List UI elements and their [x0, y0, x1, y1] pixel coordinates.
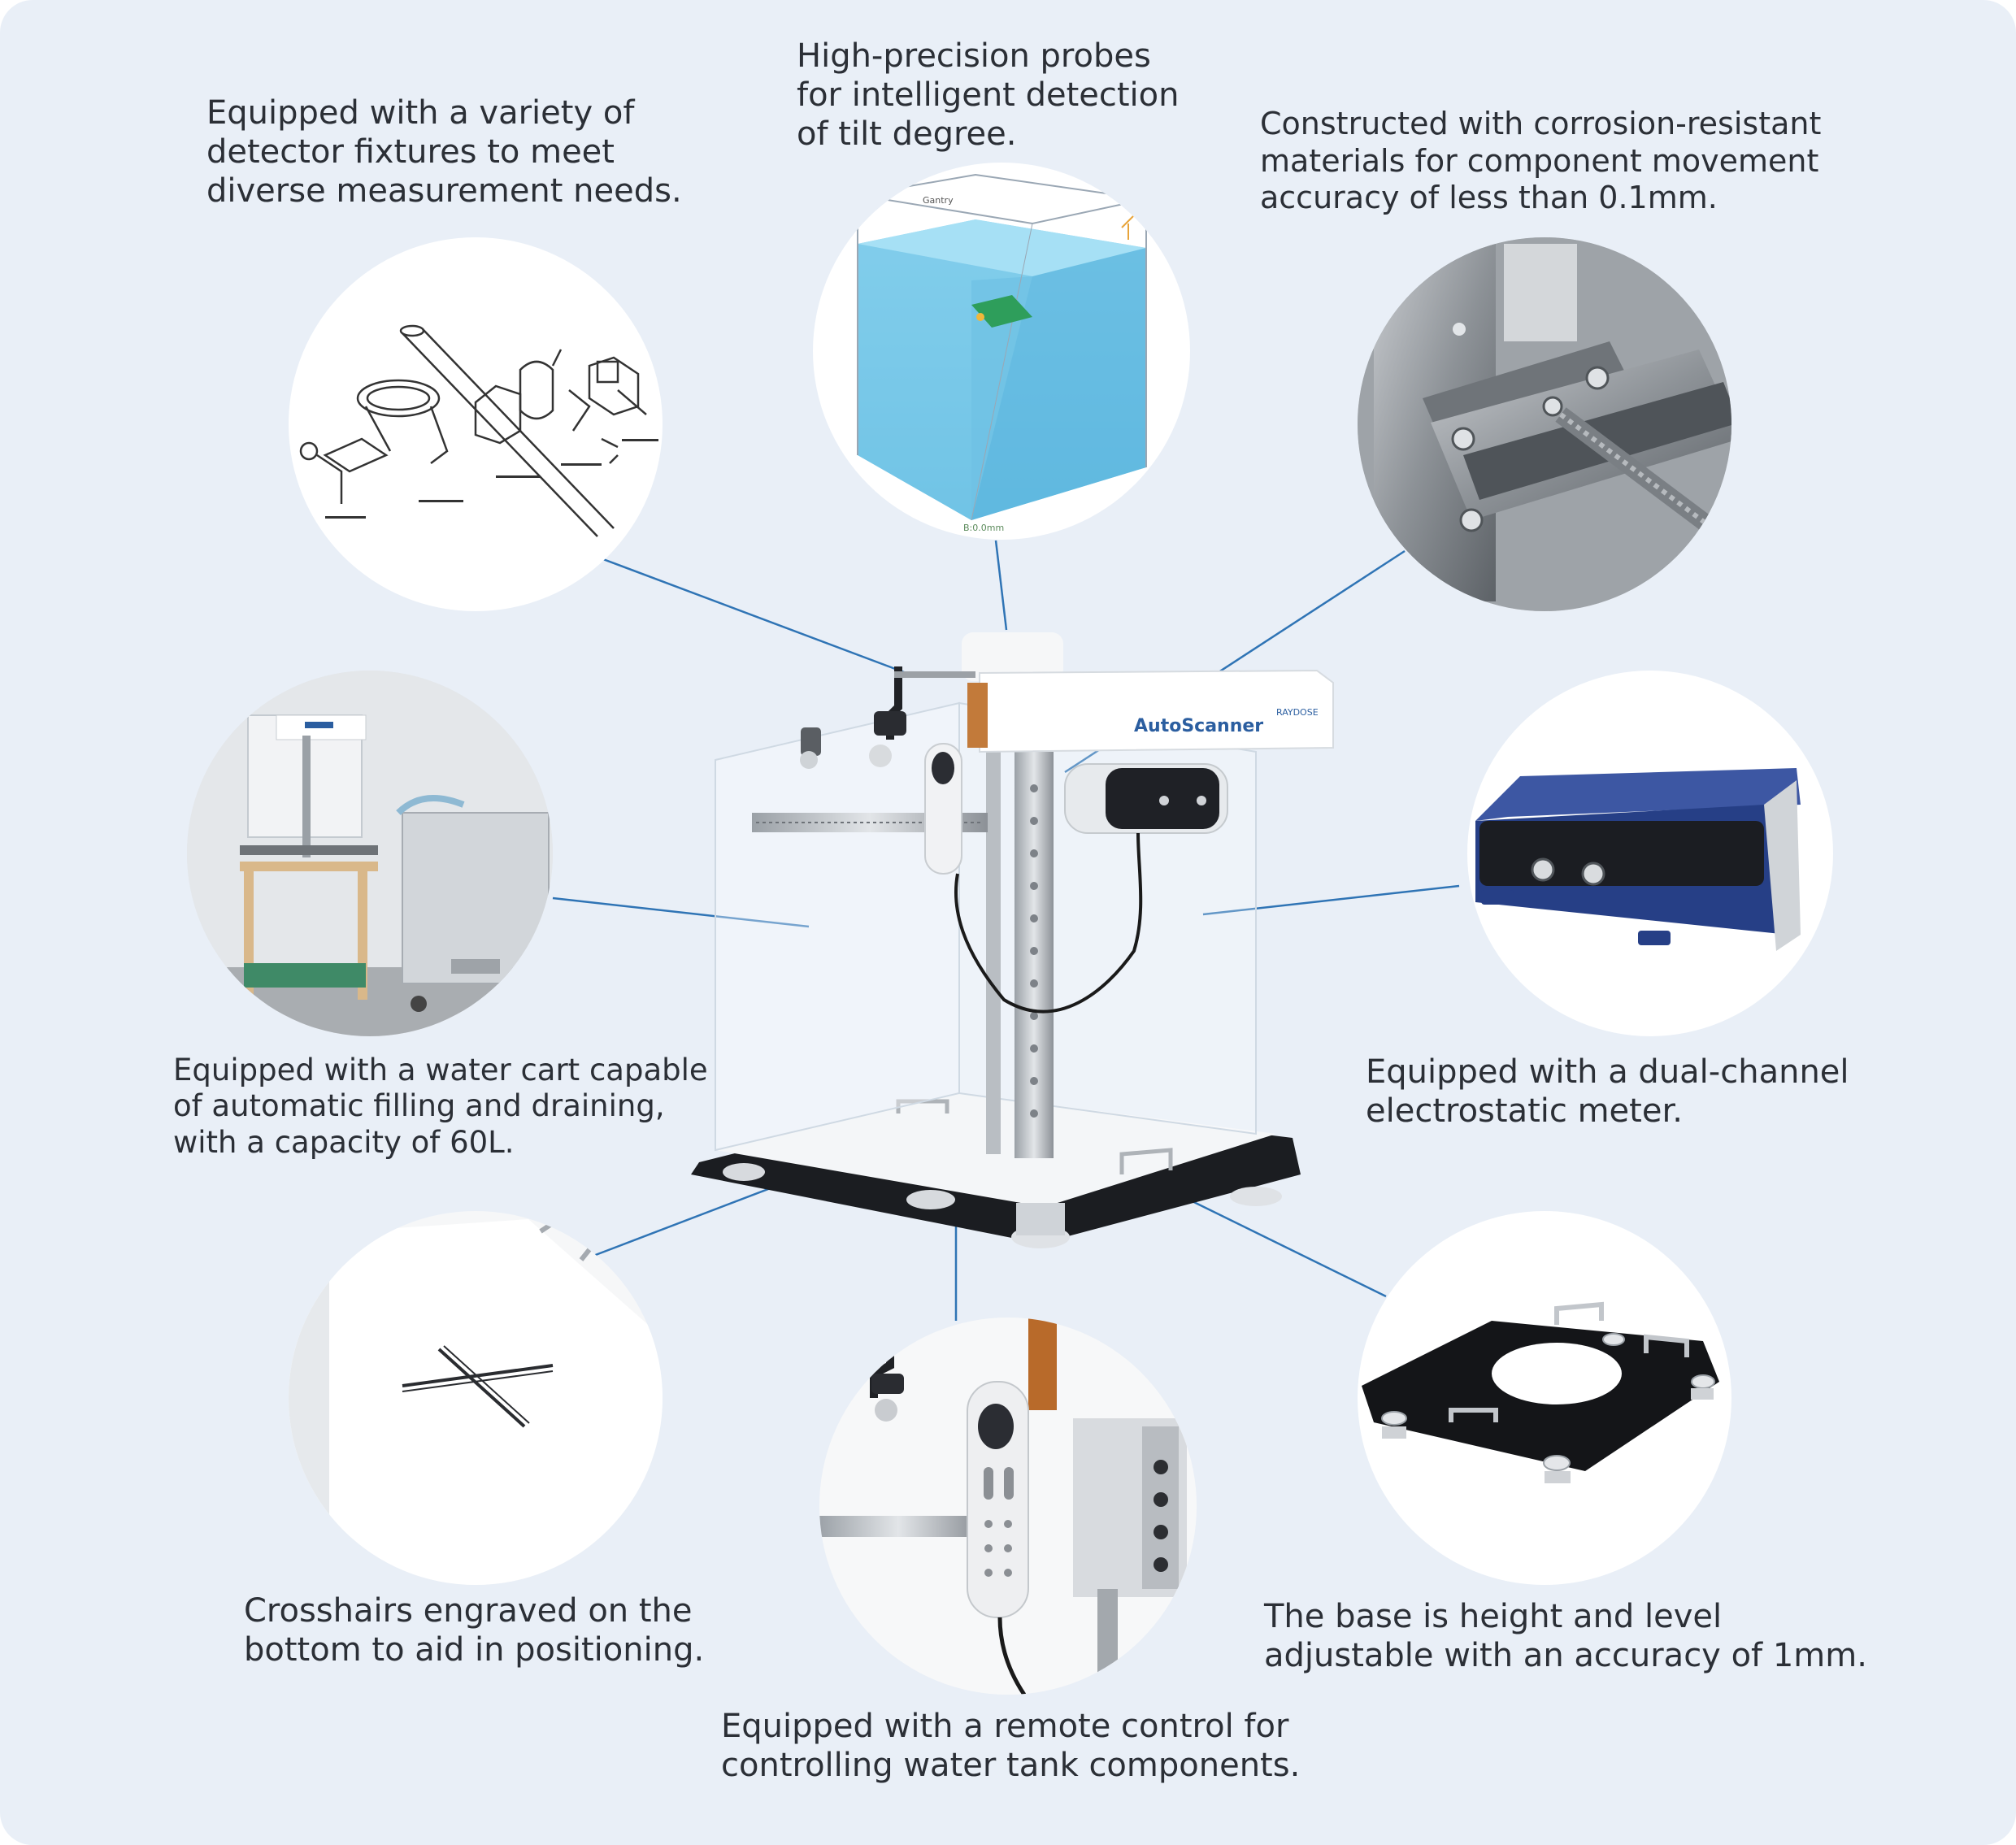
leader-lines [552, 540, 1460, 1321]
probe-tank-illustration: Gantry B:0.0mm [813, 163, 1190, 540]
water-cart-photo [187, 671, 553, 1036]
leader-base [1162, 1185, 1387, 1298]
caption-crosshairs-line-1: Crosshairs engraved on the [244, 1592, 693, 1630]
gantry-label: Gantry [923, 195, 954, 206]
caption-water-cart-line-1: Equipped with a water cart capable [173, 1053, 708, 1087]
caption-materials-line-1: Constructed with corrosion-resistant [1260, 106, 1822, 141]
leader-electrometer [1202, 884, 1460, 916]
caption-fixtures-line-3: diverse measurement needs. [206, 172, 682, 210]
caption-probes: High-precision probes for intelligent de… [797, 37, 1179, 154]
caption-probes-line-2: for intelligent detection [797, 76, 1180, 114]
caption-crosshairs-line-2: bottom to aid in positioning. [244, 1631, 705, 1669]
leader-fixtures [602, 558, 911, 676]
caption-probes-line-1: High-precision probes [797, 37, 1151, 75]
brand-label: AutoScanner [1134, 716, 1263, 736]
caption-probes-line-3: of tilt degree. [797, 115, 1017, 153]
caption-electrometer-line-2: electrostatic meter. [1366, 1092, 1683, 1130]
caption-fixtures-line-1: Equipped with a variety of [206, 94, 635, 132]
caption-remote: Equipped with a remote control for contr… [721, 1707, 1300, 1785]
caption-fixtures: Equipped with a variety of detector fixt… [206, 93, 682, 211]
caption-fixtures-line-2: detector fixtures to meet [206, 133, 615, 171]
central-water-tank-device: AutoScanner RAYDOSE [691, 632, 1334, 1248]
caption-base-line-1: The base is height and level [1264, 1598, 1723, 1635]
caption-water-cart: Equipped with a water cart capable of au… [173, 1053, 708, 1161]
caption-base: The base is height and level adjustable … [1264, 1597, 1867, 1675]
fixtures-illustration [289, 237, 663, 611]
adjustable-base-photo [1358, 1211, 1731, 1585]
depth-label: B:0.0mm [963, 523, 1004, 533]
remote-control-photo [819, 1318, 1197, 1695]
leader-probes [994, 540, 1008, 631]
caption-electrometer-line-1: Equipped with a dual-channel [1366, 1053, 1849, 1091]
leader-water-cart [552, 896, 810, 928]
caption-crosshairs: Crosshairs engraved on the bottom to aid… [244, 1591, 704, 1669]
caption-water-cart-line-2: of automatic filling and draining, [173, 1088, 665, 1124]
caption-water-cart-line-3: with a capacity of 60L. [173, 1124, 515, 1160]
maker-label: RAYDOSE [1276, 707, 1319, 718]
caption-materials-line-2: materials for component movement [1260, 142, 1819, 179]
caption-remote-line-1: Equipped with a remote control for [721, 1708, 1289, 1745]
caption-base-line-2: adjustable with an accuracy of 1mm. [1264, 1637, 1867, 1674]
crosshairs-photo [289, 1211, 663, 1585]
caption-remote-line-2: controlling water tank components. [721, 1747, 1301, 1784]
steel-mechanism-photo [1358, 237, 1731, 611]
caption-electrometer: Equipped with a dual-channel electrostat… [1366, 1053, 1849, 1131]
caption-materials-line-3: accuracy of less than 0.1mm. [1260, 180, 1718, 216]
electrometer-photo [1467, 671, 1833, 1036]
caption-materials: Constructed with corrosion-resistant mat… [1260, 106, 1821, 217]
